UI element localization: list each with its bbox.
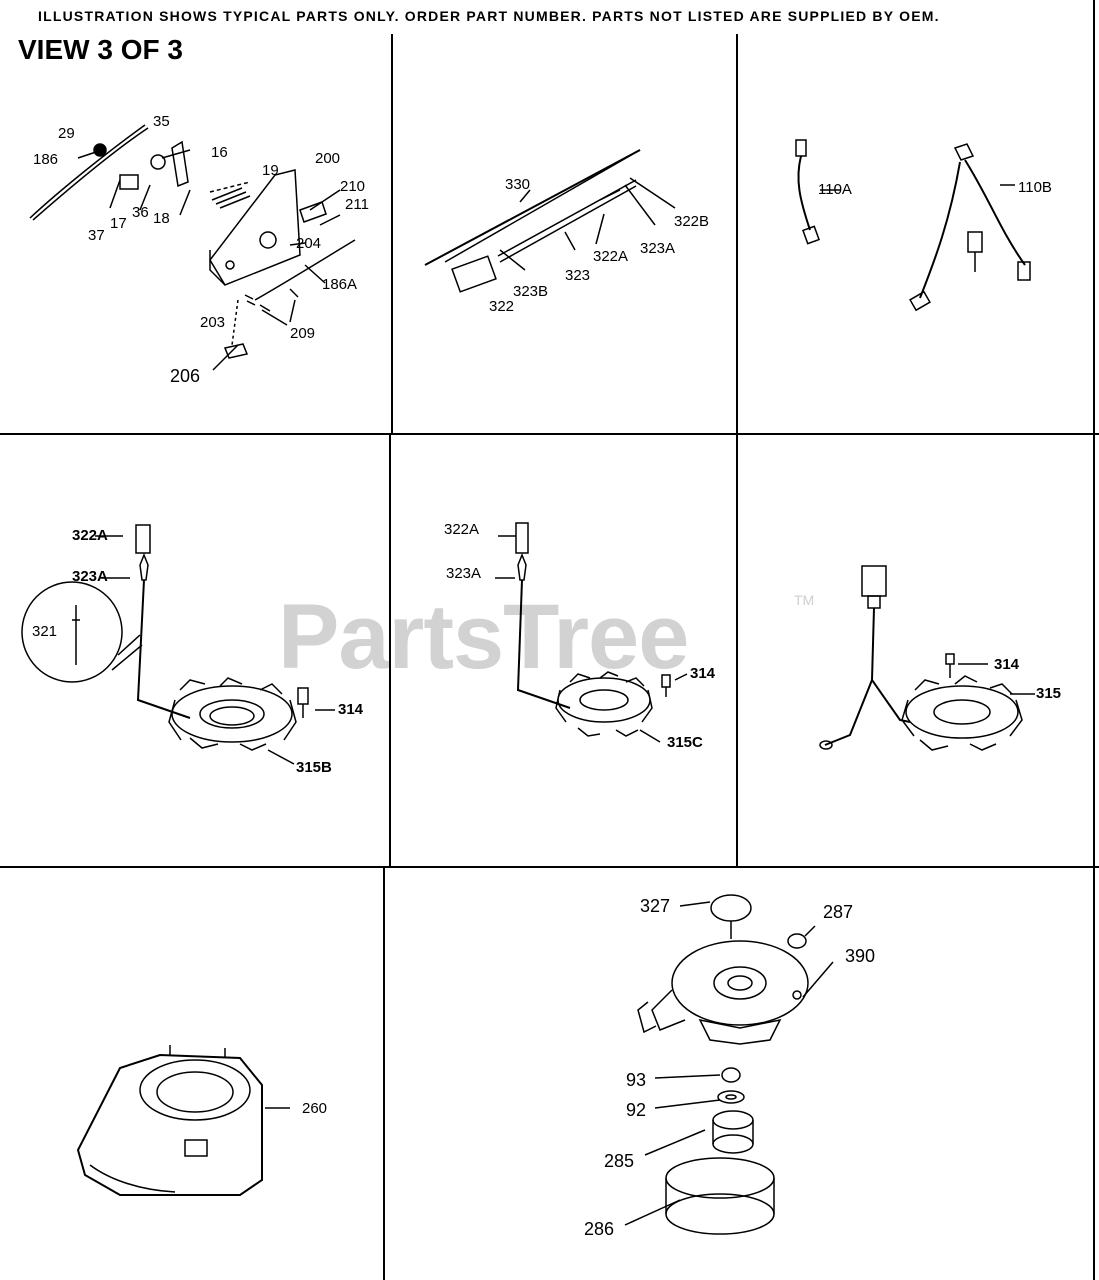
grid-line	[736, 34, 738, 434]
callout-330: 330	[505, 176, 531, 193]
callout-110a: 110A	[818, 181, 852, 198]
alternator-315c-drawing	[495, 522, 688, 743]
callout-200: 200	[315, 150, 341, 167]
callout-322: 322	[489, 298, 515, 315]
callout-209: 209	[290, 325, 316, 342]
callout-210: 210	[340, 178, 366, 195]
callout-17: 17	[110, 215, 127, 232]
grid-line	[0, 866, 1099, 868]
callout-18: 18	[153, 210, 170, 227]
callout-286: 286	[584, 1219, 615, 1239]
wiring-harness-drawing	[424, 149, 676, 293]
parts-tree-watermark: PartsTree	[278, 586, 689, 688]
grid-line	[0, 433, 1099, 435]
grid-line	[389, 435, 391, 867]
callout-321: 321	[32, 623, 58, 640]
callout-323a-b: 323A	[72, 568, 108, 585]
callout-37: 37	[88, 227, 105, 244]
callout-110b: 110B	[1018, 179, 1052, 196]
callout-323: 323	[565, 267, 591, 284]
grid-line	[736, 435, 738, 867]
trademark-mark: TM	[794, 592, 815, 608]
callout-186a: 186A	[322, 276, 358, 293]
callout-315b: 315B	[296, 759, 332, 776]
callout-16: 16	[211, 144, 228, 161]
callout-19: 19	[262, 162, 279, 179]
header-notice: ILLUSTRATION SHOWS TYPICAL PARTS ONLY. O…	[38, 8, 940, 24]
callout-322a-b: 322A	[72, 527, 108, 544]
callout-322a-c: 322A	[444, 521, 480, 538]
callout-93: 93	[626, 1070, 647, 1090]
alternator-315b-drawing	[21, 524, 335, 765]
blower-housing-drawing	[76, 1045, 290, 1196]
callout-260: 260	[302, 1100, 328, 1117]
alternator-315-drawing	[819, 565, 1035, 751]
callout-92: 92	[626, 1100, 647, 1120]
callout-327: 327	[640, 896, 671, 916]
callout-390: 390	[845, 946, 876, 966]
callout-186: 186	[33, 151, 59, 168]
callout-314-c: 314	[690, 665, 716, 682]
callout-315c: 315C	[667, 734, 703, 751]
callout-322b: 322B	[674, 213, 710, 230]
callout-323a-c: 323A	[446, 565, 482, 582]
callout-35: 35	[153, 113, 170, 130]
wire-leads-drawing	[795, 139, 1031, 312]
grid-line	[1093, 0, 1095, 1280]
callout-285: 285	[604, 1151, 635, 1171]
view-title: VIEW 3 OF 3	[18, 34, 183, 65]
callout-323a: 323A	[640, 240, 676, 257]
callout-314: 314	[994, 656, 1020, 673]
callout-315: 315	[1036, 685, 1062, 702]
callout-322a: 322A	[593, 248, 629, 265]
grid-line	[383, 868, 385, 1280]
callout-203: 203	[200, 314, 226, 331]
callout-36: 36	[132, 204, 149, 221]
recoil-starter-drawing	[624, 894, 834, 1235]
callout-29: 29	[58, 125, 75, 142]
callout-204: 204	[296, 235, 322, 252]
grid-line	[391, 34, 393, 434]
callout-206: 206	[170, 366, 201, 386]
callout-314-b: 314	[338, 701, 364, 718]
callout-211: 211	[345, 196, 369, 213]
governor-linkage-drawing	[29, 124, 356, 371]
callout-287: 287	[823, 902, 854, 922]
callout-323b: 323B	[513, 283, 549, 300]
